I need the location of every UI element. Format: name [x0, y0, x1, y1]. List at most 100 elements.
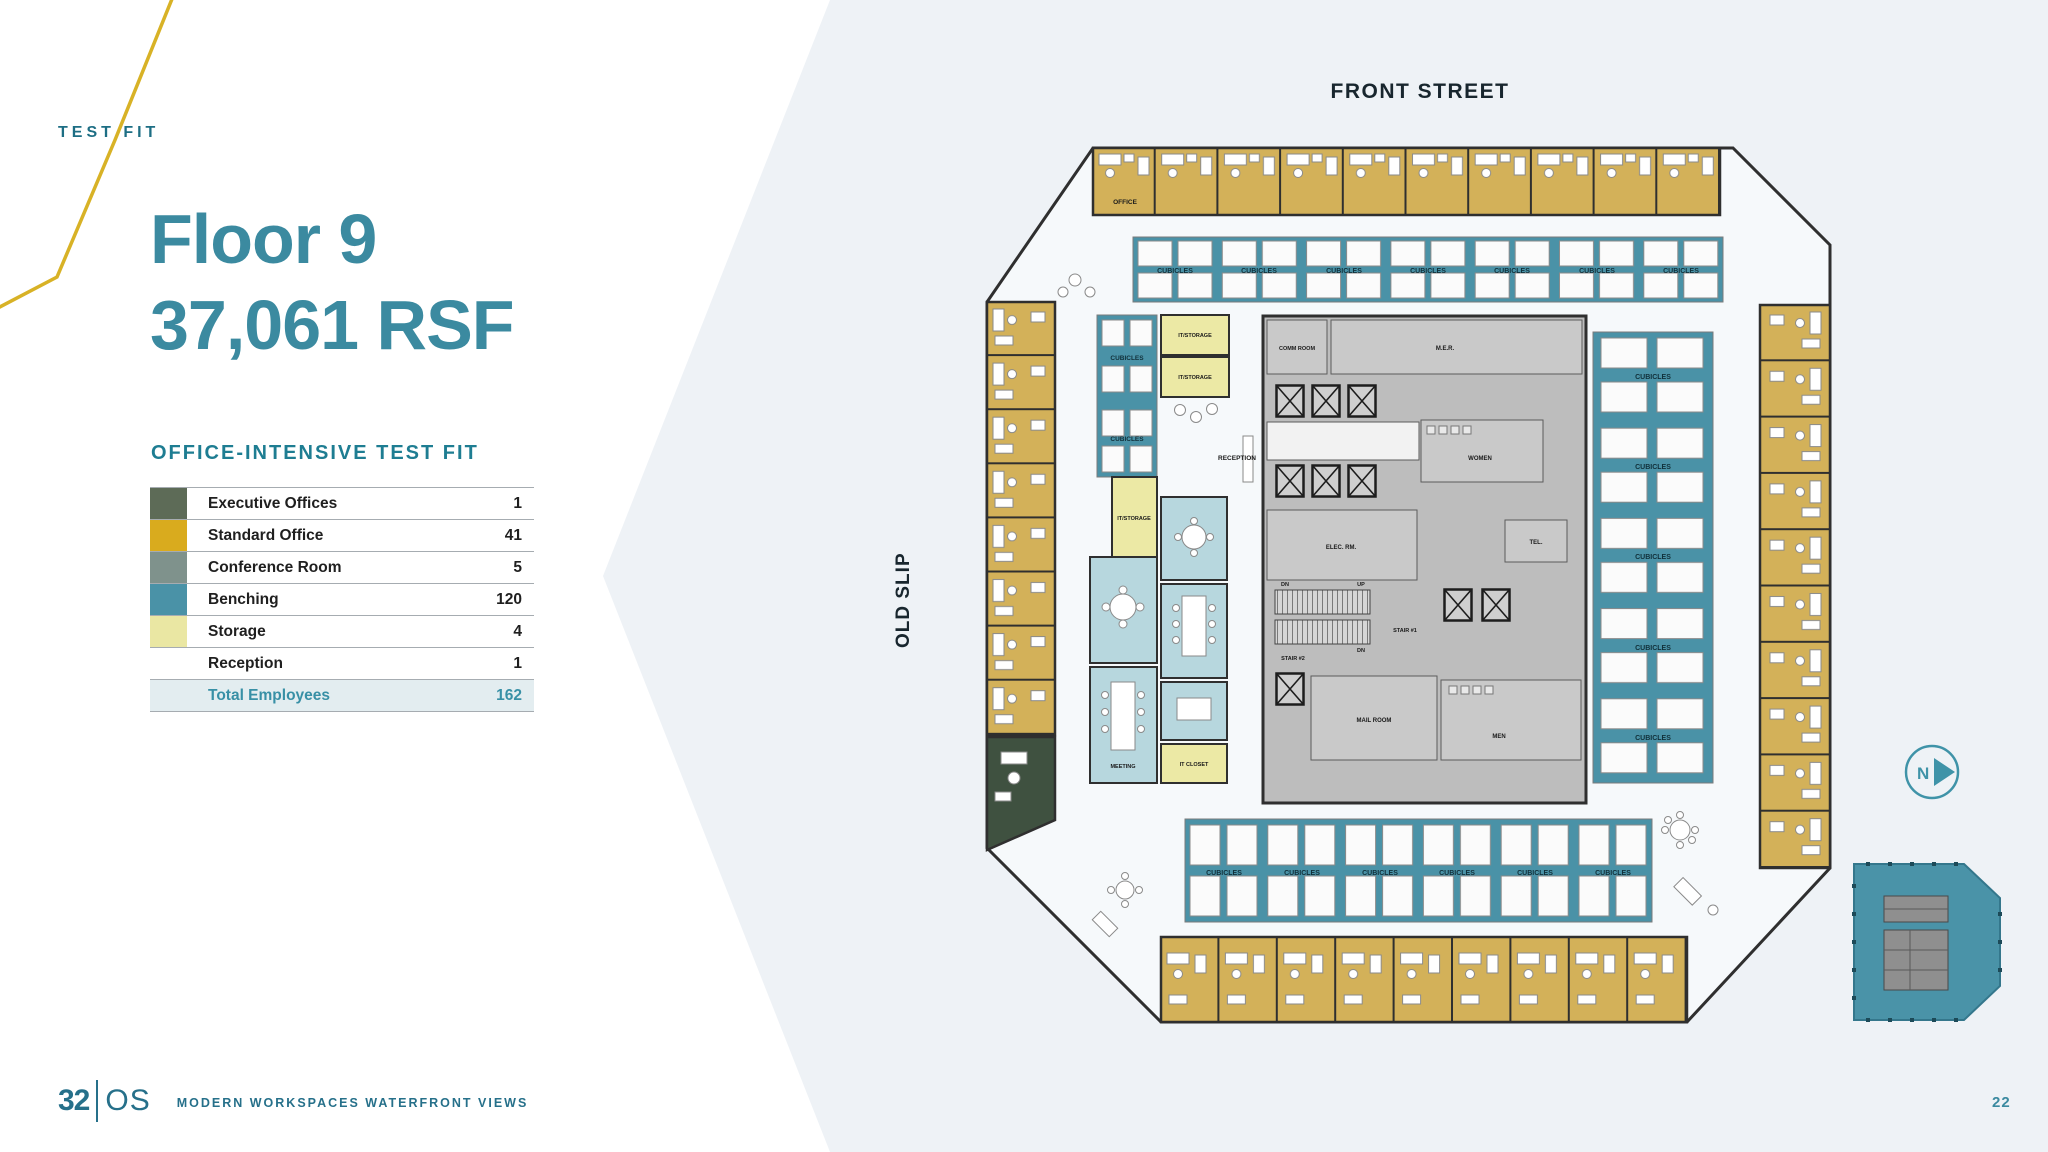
page-number: 22	[1992, 1094, 2011, 1111]
room-label-cubicles: CUBICLES	[1635, 464, 1671, 471]
room-label-cubicles: CUBICLES	[1110, 436, 1144, 443]
legend-swatch-reception	[150, 648, 187, 679]
executive-office	[985, 735, 1057, 852]
room-label-cubicles: CUBICLES	[1241, 268, 1277, 275]
north-arrow-label: N	[1917, 764, 1929, 783]
building-key-plan	[1852, 862, 2002, 1022]
legend-table: Executive Offices 1 Standard Office 41 C…	[150, 487, 534, 712]
test-fit-subheading: OFFICE-INTENSIVE TEST FIT	[151, 442, 479, 464]
room-label-cubicles: CUBICLES	[1494, 268, 1530, 275]
north-arrow-pointer	[1934, 758, 1955, 786]
room-label-cubicles: CUBICLES	[1663, 268, 1699, 275]
legend-swatch-benching	[150, 584, 187, 615]
legend-value: 1	[513, 494, 522, 512]
room-label-cubicles: CUBICLES	[1635, 374, 1671, 381]
room-label-it-storage: IT/STORAGE	[1178, 333, 1212, 339]
room-label-office: OFFICE	[1113, 199, 1137, 206]
title-line-2: 37,061 RSF	[150, 286, 515, 364]
legend-label: Executive Offices	[208, 494, 338, 512]
room-label-cubicles: CUBICLES	[1110, 355, 1144, 362]
right-office-column	[1758, 303, 1832, 870]
page-title: Floor 9 37,061 RSF	[150, 196, 515, 368]
room-label-men: MEN	[1492, 734, 1505, 740]
legend-label: Conference Room	[208, 558, 342, 576]
room-label-comm-room: COMM ROOM	[1279, 346, 1315, 352]
table-row: Executive Offices 1	[150, 487, 534, 519]
right-benching-column: CUBICLES CUBICLES CUBICLES CUBICLES CUBI…	[1592, 331, 1714, 784]
street-label-old-slip: OLD SLIP	[893, 552, 914, 648]
table-row: Standard Office 41	[150, 519, 534, 551]
bottom-benching-band: CUBICLES CUBICLES CUBICLES CUBICLES CUBI…	[1184, 818, 1653, 923]
room-label-cubicles: CUBICLES	[1284, 870, 1320, 877]
legend-swatch-storage	[150, 616, 187, 647]
room-label-meeting: MEETING	[1110, 764, 1135, 770]
footer-tagline: MODERN WORKSPACES WATERFRONT VIEWS	[176, 1096, 529, 1110]
conference-rooms: MEETING	[1089, 496, 1228, 784]
footer: 32 OS MODERN WORKSPACES WATERFRONT VIEWS	[58, 1080, 528, 1122]
top-office-band: OFFICE	[1091, 146, 1722, 217]
street-label-front-street: FRONT STREET	[1330, 80, 1510, 103]
legend-label: Standard Office	[208, 526, 324, 544]
logo-divider	[96, 1080, 99, 1122]
legend-value: 41	[504, 526, 522, 544]
legend-value: 4	[513, 622, 522, 640]
room-label-mer: M.E.R.	[1436, 346, 1455, 352]
gold-accent-line	[0, 0, 174, 309]
legend-swatch-total	[150, 680, 187, 711]
room-label-cubicles: CUBICLES	[1635, 554, 1671, 561]
bottom-office-band	[1159, 935, 1689, 1024]
room-label-reception: RECEPTION	[1218, 455, 1256, 462]
reception-area: RECEPTION	[1174, 403, 1256, 483]
room-label-women: WOMEN	[1468, 456, 1492, 462]
page-eyebrow: TEST FIT	[58, 124, 160, 141]
legend-label: Benching	[208, 590, 279, 608]
storage-rooms: IT/STORAGE IT/STORAGE IT/STORAGE IT CLOS…	[1111, 314, 1230, 784]
legend-value: 5	[513, 558, 522, 576]
legend-total-label: Total Employees	[208, 686, 331, 704]
room-label-stair1: STAIR #1	[1393, 628, 1417, 634]
floor-plan: OFFICE CUBICLES CUBICLES CUBICLES CUBICL…	[985, 146, 1832, 1024]
breakout-furniture	[1057, 273, 1719, 938]
room-label-cubicles: CUBICLES	[1326, 268, 1362, 275]
legend-swatch-executive	[150, 488, 187, 519]
room-label-elec-rm: ELEC. RM.	[1326, 545, 1357, 551]
top-benching-band: CUBICLES CUBICLES CUBICLES CUBICLES CUBI…	[1132, 236, 1724, 303]
room-label-stair2: STAIR #2	[1281, 656, 1305, 662]
table-row: Benching 120	[150, 583, 534, 615]
table-row: Storage 4	[150, 615, 534, 647]
room-label-cubicles: CUBICLES	[1635, 645, 1671, 652]
room-label-cubicles: CUBICLES	[1579, 268, 1615, 275]
table-row-total: Total Employees 162	[150, 679, 534, 712]
legend-label: Reception	[208, 654, 283, 672]
building-core: COMM ROOM M.E.R. WOMEN ELEC. RM. TEL. DN…	[1261, 314, 1588, 805]
title-line-1: Floor 9	[150, 200, 377, 278]
room-label-cubicles: CUBICLES	[1439, 870, 1475, 877]
room-label-cubicles: CUBICLES	[1157, 268, 1193, 275]
room-label-it-storage: IT/STORAGE	[1117, 516, 1151, 522]
key-plan-core	[1883, 895, 1949, 991]
left-office-column	[985, 300, 1057, 737]
stair-label-up: UP	[1357, 582, 1365, 588]
room-label-cubicles: CUBICLES	[1595, 870, 1631, 877]
stair-label-dn: DN	[1281, 582, 1289, 588]
logo-os: OS	[105, 1084, 151, 1117]
legend-swatch-standard-office	[150, 520, 187, 551]
room-label-it-closet: IT CLOSET	[1180, 762, 1209, 768]
room-label-it-storage: IT/STORAGE	[1178, 375, 1212, 381]
left-benching-clusters: CUBICLES CUBICLES	[1096, 314, 1158, 478]
room-label-tel: TEL.	[1530, 540, 1543, 546]
logo-32: 32	[58, 1084, 90, 1117]
legend-swatch-conference	[150, 552, 187, 583]
room-label-cubicles: CUBICLES	[1517, 870, 1553, 877]
legend-label: Storage	[208, 622, 266, 640]
room-label-cubicles: CUBICLES	[1362, 870, 1398, 877]
legend-total-value: 162	[496, 686, 522, 704]
room-label-cubicles: CUBICLES	[1206, 870, 1242, 877]
legend-value: 120	[496, 590, 522, 608]
room-label-cubicles: CUBICLES	[1410, 268, 1446, 275]
room-label-mail-room: MAIL ROOM	[1357, 718, 1392, 724]
table-row: Conference Room 5	[150, 551, 534, 583]
north-arrow: N	[1904, 744, 1960, 800]
legend-value: 1	[513, 654, 522, 672]
table-row: Reception 1	[150, 647, 534, 679]
